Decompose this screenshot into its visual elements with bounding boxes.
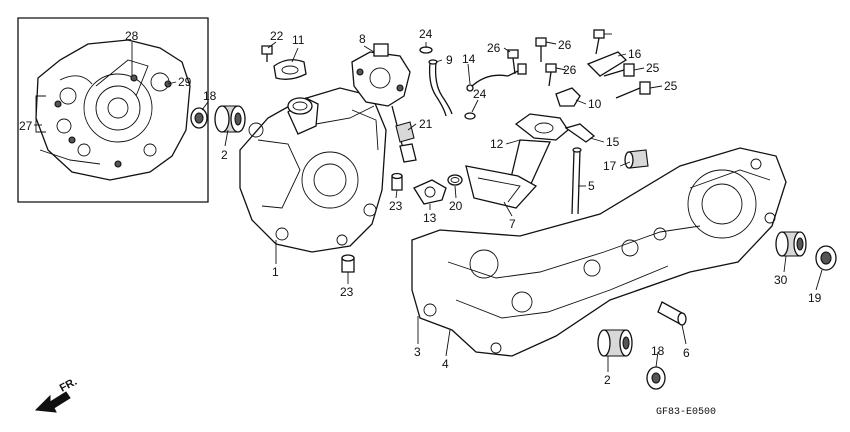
drawing-code: GF83-E0500 (656, 407, 716, 418)
reed-valve-7 (465, 165, 538, 209)
callout-24-lower: 24 (473, 87, 487, 101)
callout-28: 28 (125, 29, 139, 43)
bracket-16 (586, 51, 628, 77)
left-crankcase-4 (411, 147, 787, 357)
pump-shaft-21 (391, 105, 417, 163)
callout-27: 27 (19, 119, 33, 133)
dowel-pin-23-upper (391, 172, 403, 191)
callout-25-lower: 25 (664, 79, 678, 93)
right-crankcase-1 (239, 87, 387, 253)
intake-pipe-12 (509, 113, 569, 187)
callout-22: 22 (270, 29, 284, 43)
gasket-13 (413, 179, 447, 205)
callout-11: 11 (292, 33, 305, 47)
callout-2-lower: 2 (604, 373, 611, 387)
callout-4: 4 (442, 357, 449, 371)
oil-hose-9 (428, 59, 453, 117)
bushing-17 (624, 149, 649, 169)
callout-24-upper: 24 (419, 27, 433, 41)
bearing-2-lower (597, 329, 633, 357)
callout-numbers: 28 29 18 27 2 22 11 8 24 9 14 24 26 26 1… (19, 27, 822, 387)
callout-18-lower: 18 (651, 344, 665, 358)
callout-13: 13 (423, 211, 437, 225)
clip-24-lower (464, 112, 476, 120)
front-direction-indicator: FR. (34, 376, 79, 413)
direction-label: FR. (58, 376, 79, 395)
cap-11 (273, 59, 307, 80)
dowel-pin-23-lower (341, 254, 355, 273)
bolt-25-lower (615, 81, 651, 99)
callout-7: 7 (509, 217, 516, 231)
callout-8: 8 (359, 32, 366, 46)
bolt-26-c (545, 63, 557, 87)
callout-3: 3 (414, 345, 421, 359)
crankcase-cover-inset (17, 17, 209, 203)
bearing-2-left (214, 105, 246, 133)
bolt-26-b (535, 37, 547, 62)
leader-lines (34, 33, 823, 372)
callout-30: 30 (774, 273, 788, 287)
bearing-30 (775, 231, 807, 257)
callout-10: 10 (588, 97, 602, 111)
bolt-26-a (507, 49, 519, 75)
callout-2: 2 (221, 148, 228, 162)
o-ring-20 (447, 174, 463, 186)
callout-26-a: 26 (487, 41, 501, 55)
callout-26-b: 26 (558, 38, 572, 52)
oil-seal-18-lower (646, 366, 666, 390)
callout-16: 16 (628, 47, 642, 61)
callout-25-upper: 25 (646, 61, 660, 75)
callout-17: 17 (603, 159, 617, 173)
callout-29: 29 (178, 75, 192, 89)
callout-5: 5 (588, 179, 595, 193)
callout-9: 9 (446, 53, 453, 67)
oil-seal-19 (815, 245, 837, 271)
callout-6: 6 (683, 346, 690, 360)
breather-tube-5 (571, 147, 582, 215)
callout-23-upper: 23 (389, 199, 403, 213)
callout-14: 14 (462, 52, 476, 66)
callout-21: 21 (419, 117, 433, 131)
oil-pump-8 (351, 43, 411, 107)
callout-12: 12 (490, 137, 504, 151)
cable-14 (466, 63, 527, 92)
bolt-26-d (593, 29, 605, 55)
callout-18: 18 (203, 89, 217, 103)
oil-seal-18 (190, 107, 208, 129)
clip-15 (564, 123, 596, 143)
callout-26-c: 26 (563, 63, 577, 77)
callout-1: 1 (272, 265, 279, 279)
clamp-10 (555, 87, 581, 107)
bolt-22 (261, 45, 273, 62)
callout-23-lower: 23 (340, 285, 354, 299)
callout-19: 19 (808, 291, 822, 305)
callout-15: 15 (606, 135, 620, 149)
front-arrow-icon (34, 391, 71, 413)
dowel-6 (657, 301, 687, 326)
callout-20: 20 (449, 199, 463, 213)
